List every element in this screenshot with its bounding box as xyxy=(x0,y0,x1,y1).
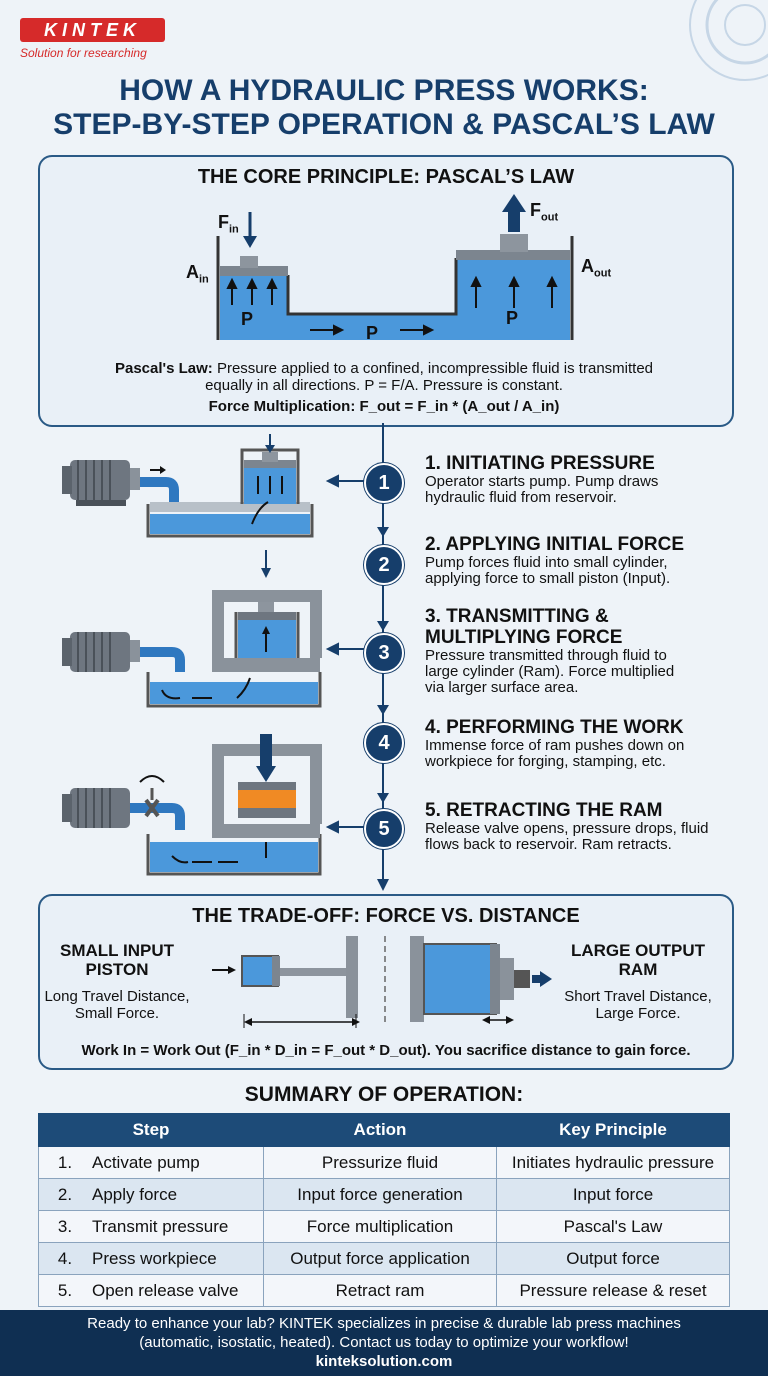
footer: Ready to enhance your lab? KINTEK specia… xyxy=(0,1310,768,1376)
step-1-number: 1 xyxy=(364,463,404,503)
large-ram-desc: Short Travel Distance,Large Force. xyxy=(564,988,712,1022)
col-header-action: Action xyxy=(263,1113,497,1147)
table-row: 1. Activate pump Pressurize fluid Initia… xyxy=(38,1146,730,1179)
step-5: 5. RETRACTING THE RAM Release valve open… xyxy=(425,800,709,853)
decorative-circles xyxy=(689,0,768,81)
step-4: 4. PERFORMING THE WORK Immense force of … xyxy=(425,717,685,770)
brand-logo: KINTEK xyxy=(20,18,165,42)
pascal-law-text: Pascal's Law: Pressure applied to a conf… xyxy=(114,360,654,394)
step-3-number: 3 xyxy=(364,633,404,673)
pressure-label-small: P xyxy=(241,309,254,329)
a-in-label: Ain xyxy=(186,262,209,286)
step-3: 3. TRANSMITTING & MULTIPLYING FORCE Pres… xyxy=(425,606,675,696)
a-out-label: Aout xyxy=(581,256,612,280)
table-row: 3. Transmit pressure Force multiplicatio… xyxy=(38,1210,730,1243)
col-header-principle: Key Principle xyxy=(496,1113,730,1147)
pump-motor xyxy=(62,788,130,828)
illustration-step-3 xyxy=(62,550,322,708)
f-out-label: Fout xyxy=(530,200,559,224)
large-piston xyxy=(456,250,570,260)
tradeoff-diagram xyxy=(212,936,552,1028)
tradeoff-panel xyxy=(38,894,734,1070)
force-multiplication: Force Multiplication: F_out = F_in * (A_… xyxy=(208,398,560,415)
release-valve-icon xyxy=(144,798,160,818)
table-row: 2. Apply force Input force generation In… xyxy=(38,1178,730,1211)
table-row: 5. Open release valve Retract ram Pressu… xyxy=(38,1274,730,1307)
principle-heading: THE CORE PRINCIPLE: PASCAL’S LAW xyxy=(197,166,575,188)
brand-tagline: Solution for researching xyxy=(20,46,147,60)
tradeoff-heading: THE TRADE-OFF: FORCE VS. DISTANCE xyxy=(192,905,580,927)
illustration-step-1 xyxy=(62,434,314,538)
illustration-step-5 xyxy=(62,734,322,876)
pressure-label-large: P xyxy=(506,308,519,328)
step-4-number: 4 xyxy=(364,723,404,763)
col-header-step: Step xyxy=(38,1113,264,1147)
step-1: 1. INITIATING PRESSURE Operator starts p… xyxy=(425,453,659,506)
work-equation: Work In = Work Out (F_in * D_in = F_out … xyxy=(81,1042,691,1059)
pump-motor xyxy=(62,460,140,506)
footer-website-link[interactable]: kinteksolution.com xyxy=(315,1353,453,1370)
page-title: HOW A HYDRAULIC PRESS WORKS: STEP-BY-STE… xyxy=(53,74,715,141)
summary-heading: SUMMARY OF OPERATION: xyxy=(244,1083,524,1106)
pump-motor xyxy=(62,632,140,672)
principle-panel xyxy=(38,155,734,427)
pressure-label-pipe: P xyxy=(366,323,379,343)
small-piston xyxy=(220,266,288,276)
step-5-number: 5 xyxy=(364,809,404,849)
small-piston-desc: Long Travel Distance,Small Force. xyxy=(44,988,190,1022)
step-2-number: 2 xyxy=(364,545,404,585)
f-in-label: Fin xyxy=(218,212,239,236)
workpiece xyxy=(238,790,296,808)
summary-table: Step Action Key Principle 1. Activate pu… xyxy=(38,1113,730,1307)
pascal-diagram xyxy=(216,194,574,340)
table-row: 4. Press workpiece Output force applicat… xyxy=(38,1242,730,1275)
step-2: 2. APPLYING INITIAL FORCE Pump forces fl… xyxy=(425,534,685,587)
